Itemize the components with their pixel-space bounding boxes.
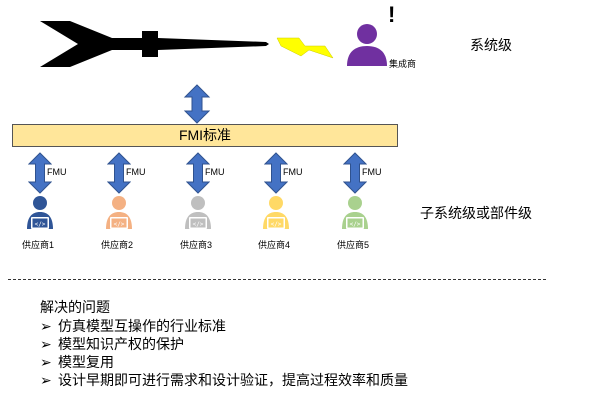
svg-text:</>: </> [350, 221, 361, 228]
integrator-icon [347, 24, 387, 66]
fmu-label: FMU [205, 167, 225, 177]
arrow-bullet-icon: ➢ [40, 372, 52, 388]
system-level-label: 系统级 [470, 37, 512, 53]
problem-item: ➢ 设计早期即可进行需求和设计验证，提高过程效率和质量 [40, 371, 408, 389]
fmu-label: FMU [126, 167, 146, 177]
supplier-name: 供应商4 [258, 240, 291, 250]
problem-text: 模型知识产权的保护 [58, 336, 184, 352]
lightning-bolt-icon [276, 37, 334, 59]
supplier-name: 供应商2 [101, 240, 134, 250]
subsystem-level-label: 子系统级或部件级 [420, 205, 532, 221]
arrow-bullet-icon: ➢ [40, 318, 52, 334]
developer-icon: </> [342, 196, 368, 229]
section-divider [8, 279, 546, 280]
problem-item: ➢ 模型复用 [40, 353, 408, 371]
problem-text: 仿真模型互操作的行业标准 [58, 318, 226, 334]
fmi-standard-bar: FMI标准 [12, 124, 398, 147]
fmu-label: FMU [362, 167, 382, 177]
problem-item: ➢ 模型知识产权的保护 [40, 335, 408, 353]
arrow-bullet-icon: ➢ [40, 336, 52, 352]
double-arrow-icon [183, 84, 211, 124]
double-arrow-icon [28, 152, 52, 194]
problem-text: 设计早期即可进行需求和设计验证，提高过程效率和质量 [58, 372, 408, 388]
developer-icon: </> [263, 196, 289, 229]
integrator-label: 集成商 [389, 59, 417, 69]
supplier-name: 供应商3 [180, 240, 213, 250]
supplier-name: 供应商5 [337, 240, 370, 250]
airplane-icon [40, 21, 269, 67]
developer-icon: </> [185, 196, 211, 229]
double-arrow-icon [264, 152, 288, 194]
problems-title: 解决的问题 [40, 299, 110, 315]
fmi-standard-label: FMI标准 [178, 127, 232, 143]
svg-text:</>: </> [193, 221, 204, 228]
supplier-name: 供应商1 [22, 240, 55, 250]
fmu-label: FMU [283, 167, 303, 177]
double-arrow-icon [186, 152, 210, 194]
developer-icon: </> [27, 196, 53, 229]
exclamation-mark: ! [388, 2, 396, 27]
svg-text:</>: </> [114, 221, 125, 228]
double-arrow-icon [107, 152, 131, 194]
problem-item: ➢ 仿真模型互操作的行业标准 [40, 317, 408, 335]
svg-text:</>: </> [35, 221, 46, 228]
arrow-bullet-icon: ➢ [40, 354, 52, 370]
fmu-label: FMU [47, 167, 67, 177]
problem-text: 模型复用 [58, 354, 114, 370]
developer-icon: </> [106, 196, 132, 229]
double-arrow-icon [343, 152, 367, 194]
problems-list: ➢ 仿真模型互操作的行业标准 ➢ 模型知识产权的保护 ➢ 模型复用 ➢ 设计早期即可进行需求和… [40, 317, 408, 389]
svg-text:</>: </> [271, 221, 282, 228]
